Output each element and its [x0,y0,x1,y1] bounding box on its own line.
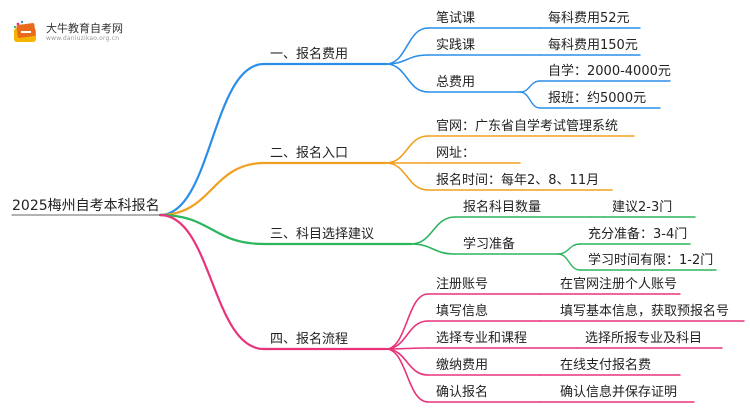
branch-link-1 [158,62,266,217]
branch-4-item-2-link [385,320,429,350]
branch-2-item-3-link [385,162,429,191]
branch-4-item-1-value: 在官网注册个人账号 [560,277,678,292]
branch-1-item-3-sub-1-link [519,80,541,93]
branch-link-3 [158,213,266,246]
branch-3-item-2-link [410,243,456,255]
branch-3-item-2-sub-1-link [557,243,581,255]
branch-4-item-5-label: 确认报名 [436,385,489,400]
brand-url: www.daniuzikao.org.cn [46,35,120,42]
branch-label-1: 一、报名费用 [270,47,349,62]
branch-3-item-2-sub-2-label: 学习时间有限：1-2门 [588,253,714,268]
site-logo[interactable]: 大牛教育自考网 www.daniuzikao.org.cn [12,18,162,50]
branch-3-item-2-sub-2-link [557,253,581,271]
branch-4-item-2-label: 填写信息 [436,304,489,319]
root-topic: 2025梅州自考本科报名 [12,198,160,214]
branch-label-4: 四、报名流程 [270,332,349,347]
branch-4-item-5-value: 确认信息并保存证明 [560,385,678,400]
branch-4-item-2-value: 填写基本信息，获取预报名号 [560,304,730,319]
branch-label-3: 三、科目选择建议 [270,227,375,242]
branch-1-item-3-sub-2-link [519,91,541,109]
branch-3-item-1-label: 报名科目数量 [463,200,542,215]
branch-4-item-4-link [385,348,429,376]
branch-1-item-1-value: 每科费用52元 [548,11,630,26]
book-stack-icon [13,20,36,42]
branch-4-item-4-value: 在线支付报名费 [560,358,652,373]
branch-1-item-3-sub-1-label: 自学：2000-4000元 [548,64,671,79]
brand-name: 大牛教育自考网 [46,22,123,35]
branch-1-item-3-link [385,63,429,93]
branch-3-item-2-label: 学习准备 [463,237,516,252]
branch-3-item-2-sub-1-label: 充分准备：3-4门 [588,227,688,242]
branch-2-item-2-label: 网址： [436,146,476,161]
branch-1-item-1-link [385,27,429,65]
branch-4-item-4-label: 缴纳费用 [436,358,489,373]
branch-link-2 [158,161,266,217]
branch-1-item-1-label: 笔试课 [436,11,476,26]
branch-2-item-1-link [385,135,429,164]
branch-link-4 [158,213,266,351]
branch-2-item-1-label: 官网：广东省自学考试管理系统 [436,119,619,134]
branch-1-item-2-label: 实践课 [436,38,476,53]
branch-1-item-3-label: 总费用 [436,75,476,90]
branch-4-item-5-link [385,348,429,403]
branch-3-item-1-value: 建议2-3门 [612,200,673,215]
branch-2-item-3-label: 报名时间：每年2、8、11月 [436,173,600,188]
branch-3-item-1-link [410,216,456,245]
branch-label-2: 二、报名入口 [270,146,349,161]
branch-4-item-3-value: 选择所报专业及科目 [585,331,703,346]
branch-1-item-3-sub-2-label: 报班：约5000元 [548,91,647,106]
branch-4-item-1-label: 注册账号 [436,277,489,292]
branch-1-item-2-value: 每科费用150元 [548,38,638,53]
branch-4-item-3-label: 选择专业和课程 [436,331,528,346]
